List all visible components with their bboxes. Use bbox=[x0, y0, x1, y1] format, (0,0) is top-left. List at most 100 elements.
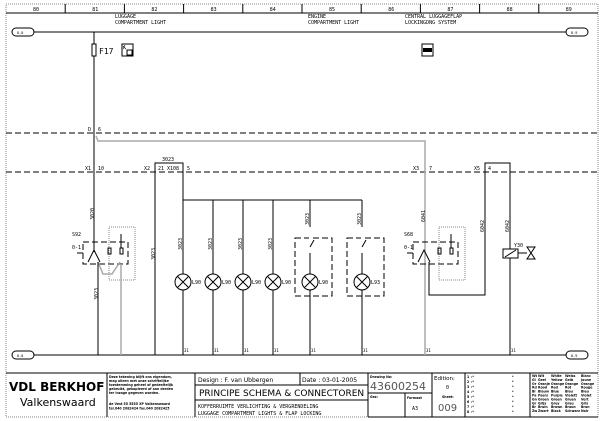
lamp-group: L903023L903023L903023L903023L903023L9330… bbox=[174, 200, 385, 355]
color-code-cell: Gr bbox=[532, 401, 537, 405]
wire-label: 6042 bbox=[480, 220, 486, 232]
revision-number: 8 bbox=[467, 410, 470, 414]
color-code-cell: Bl bbox=[532, 390, 536, 394]
column-number: 84 bbox=[270, 7, 276, 13]
bus-ref-top-right[interactable] bbox=[565, 27, 589, 37]
revision-mark: :* bbox=[471, 395, 474, 399]
section-engine-line2: COMPARTMENT LIGHT bbox=[308, 20, 359, 26]
column-number: 88 bbox=[507, 7, 513, 13]
column-number: 87 bbox=[447, 7, 453, 13]
bus-ref-bottom-left[interactable] bbox=[11, 350, 35, 360]
color-code-cell: Grey bbox=[551, 401, 560, 405]
color-code-cell: Orange bbox=[581, 382, 594, 386]
color-code-cell: Br bbox=[532, 405, 536, 409]
ground-label: 31 bbox=[363, 348, 368, 353]
section-locking-line1: CENTRAL LUGGAGEFLAP bbox=[405, 14, 462, 20]
column-number: 85 bbox=[329, 7, 335, 13]
sheet-label: Sheet: bbox=[442, 395, 454, 399]
wire-label: 3023 bbox=[208, 238, 214, 250]
company-city: Valkenswaard bbox=[20, 396, 96, 409]
color-code-cell: Gelb bbox=[565, 378, 574, 382]
drawing-subtitle-en: LUGGAGE COMPARTMENT LIGHTS & FLAP LOCKIN… bbox=[198, 411, 321, 417]
color-code-cell: Grau bbox=[565, 401, 574, 405]
connector-x108-pin: 5 bbox=[187, 166, 190, 172]
valve-icon bbox=[526, 246, 536, 260]
revision-mark: * bbox=[512, 385, 514, 389]
lamp-3[interactable]: L90 bbox=[234, 273, 261, 291]
color-code-cell: Geel bbox=[538, 378, 546, 382]
format-value: A3 bbox=[412, 406, 418, 412]
gez-label: Gez: bbox=[370, 395, 378, 399]
connector-x3-label: X3 bbox=[413, 166, 419, 172]
switch-s68-indicator-box bbox=[438, 226, 466, 281]
color-code-cell: White bbox=[551, 374, 562, 378]
lamp-4[interactable]: L90 bbox=[264, 273, 291, 291]
connector-d-label: D bbox=[88, 127, 91, 133]
format-label: Formaat bbox=[407, 396, 422, 400]
color-code-cell: Pa bbox=[532, 394, 536, 398]
column-number: 83 bbox=[211, 7, 217, 13]
bus-ref-label: 8-9 bbox=[571, 354, 577, 358]
color-code-cell: Or bbox=[532, 382, 537, 386]
revision-mark: :* bbox=[471, 405, 474, 409]
column-number: 86 bbox=[388, 7, 394, 13]
wire-label: 3020 bbox=[90, 208, 96, 220]
switch-position-label: 0-1 bbox=[72, 245, 81, 251]
wire-label: 3023 bbox=[162, 157, 174, 163]
lamp-1[interactable]: L90 bbox=[174, 273, 201, 291]
color-code-cell: Rouge bbox=[581, 386, 592, 390]
revision-mark: :* bbox=[471, 380, 474, 384]
connector-x5-label: X5 bbox=[474, 166, 480, 172]
drawing-number: 43600254 bbox=[370, 380, 426, 393]
wire-6042 bbox=[428, 162, 511, 355]
wire-label: 3023 bbox=[268, 238, 274, 250]
lamp-label: L90 bbox=[319, 280, 328, 286]
disclaimer-line: toestemming geheel of gedeeltelijk bbox=[109, 383, 174, 387]
wire-label: 3023 bbox=[151, 248, 157, 260]
sheet-number: 009 bbox=[438, 403, 457, 414]
lamp-label: L90 bbox=[282, 280, 291, 286]
fuse-f17[interactable] bbox=[91, 43, 97, 57]
lamp-symbol-icon bbox=[121, 43, 134, 57]
color-code-cell: Wit bbox=[538, 374, 545, 378]
color-code-cell: Gruen bbox=[565, 397, 577, 401]
edition-label: Edition: bbox=[434, 376, 455, 382]
door-switch[interactable] bbox=[309, 239, 315, 248]
wire-label: 6042 bbox=[505, 220, 511, 232]
ground-label: 31 bbox=[511, 348, 516, 353]
color-code-cell: Orange bbox=[565, 382, 578, 386]
color-code-cell: Wt bbox=[532, 374, 538, 378]
color-code-cell: Black bbox=[551, 409, 562, 413]
color-code-cell: Oranje bbox=[538, 382, 550, 386]
color-code-cell: Zw bbox=[532, 409, 537, 413]
door-switch-box bbox=[346, 237, 385, 297]
revision-mark: :* bbox=[471, 400, 474, 404]
section-luggage-line1: LUGGAGE bbox=[115, 14, 136, 20]
lamp-2[interactable]: L90 bbox=[204, 273, 231, 291]
bus-ref-bottom-right[interactable] bbox=[565, 350, 589, 360]
revision-mark: * bbox=[512, 380, 514, 384]
connector-x2-pin: 21 bbox=[158, 166, 164, 172]
door-switch[interactable] bbox=[361, 239, 367, 248]
lamp-5[interactable]: L90 bbox=[301, 273, 328, 291]
bus-ref-top-left[interactable] bbox=[11, 27, 35, 37]
wire-label: 3023 bbox=[305, 213, 311, 225]
color-code-cell: Rd bbox=[532, 386, 537, 390]
designer: Design : F. van Ubbergen bbox=[198, 377, 273, 384]
address-line: de Vest 55 5555 XP Valkenswaard bbox=[109, 402, 171, 406]
drawing-subtitle-nl: KOFFERRUIMTE VERLICHTING & VERGRENDELING bbox=[198, 404, 318, 410]
title-block: VDL BERKHOF Valkenswaard Deze tekening b… bbox=[6, 372, 598, 418]
wire-label: 3023 bbox=[94, 288, 100, 300]
revision-number: 2 bbox=[467, 380, 469, 384]
column-number: 81 bbox=[92, 7, 98, 13]
lamp-6[interactable]: L93 bbox=[353, 273, 380, 291]
edition-value: 0 bbox=[446, 385, 449, 391]
color-code-cell: Yellow bbox=[550, 378, 563, 382]
color-code-cell: Violet bbox=[581, 394, 592, 398]
ground-label: 31 bbox=[274, 348, 279, 353]
switch-s92-indicator-box bbox=[108, 226, 136, 281]
color-code-cell: Groen bbox=[538, 397, 550, 401]
disclaimer-line: Deze tekening blijft ons eigendom, bbox=[109, 375, 172, 379]
section-locking-line2: LOCKINGDNG SYSTEM bbox=[405, 20, 456, 26]
